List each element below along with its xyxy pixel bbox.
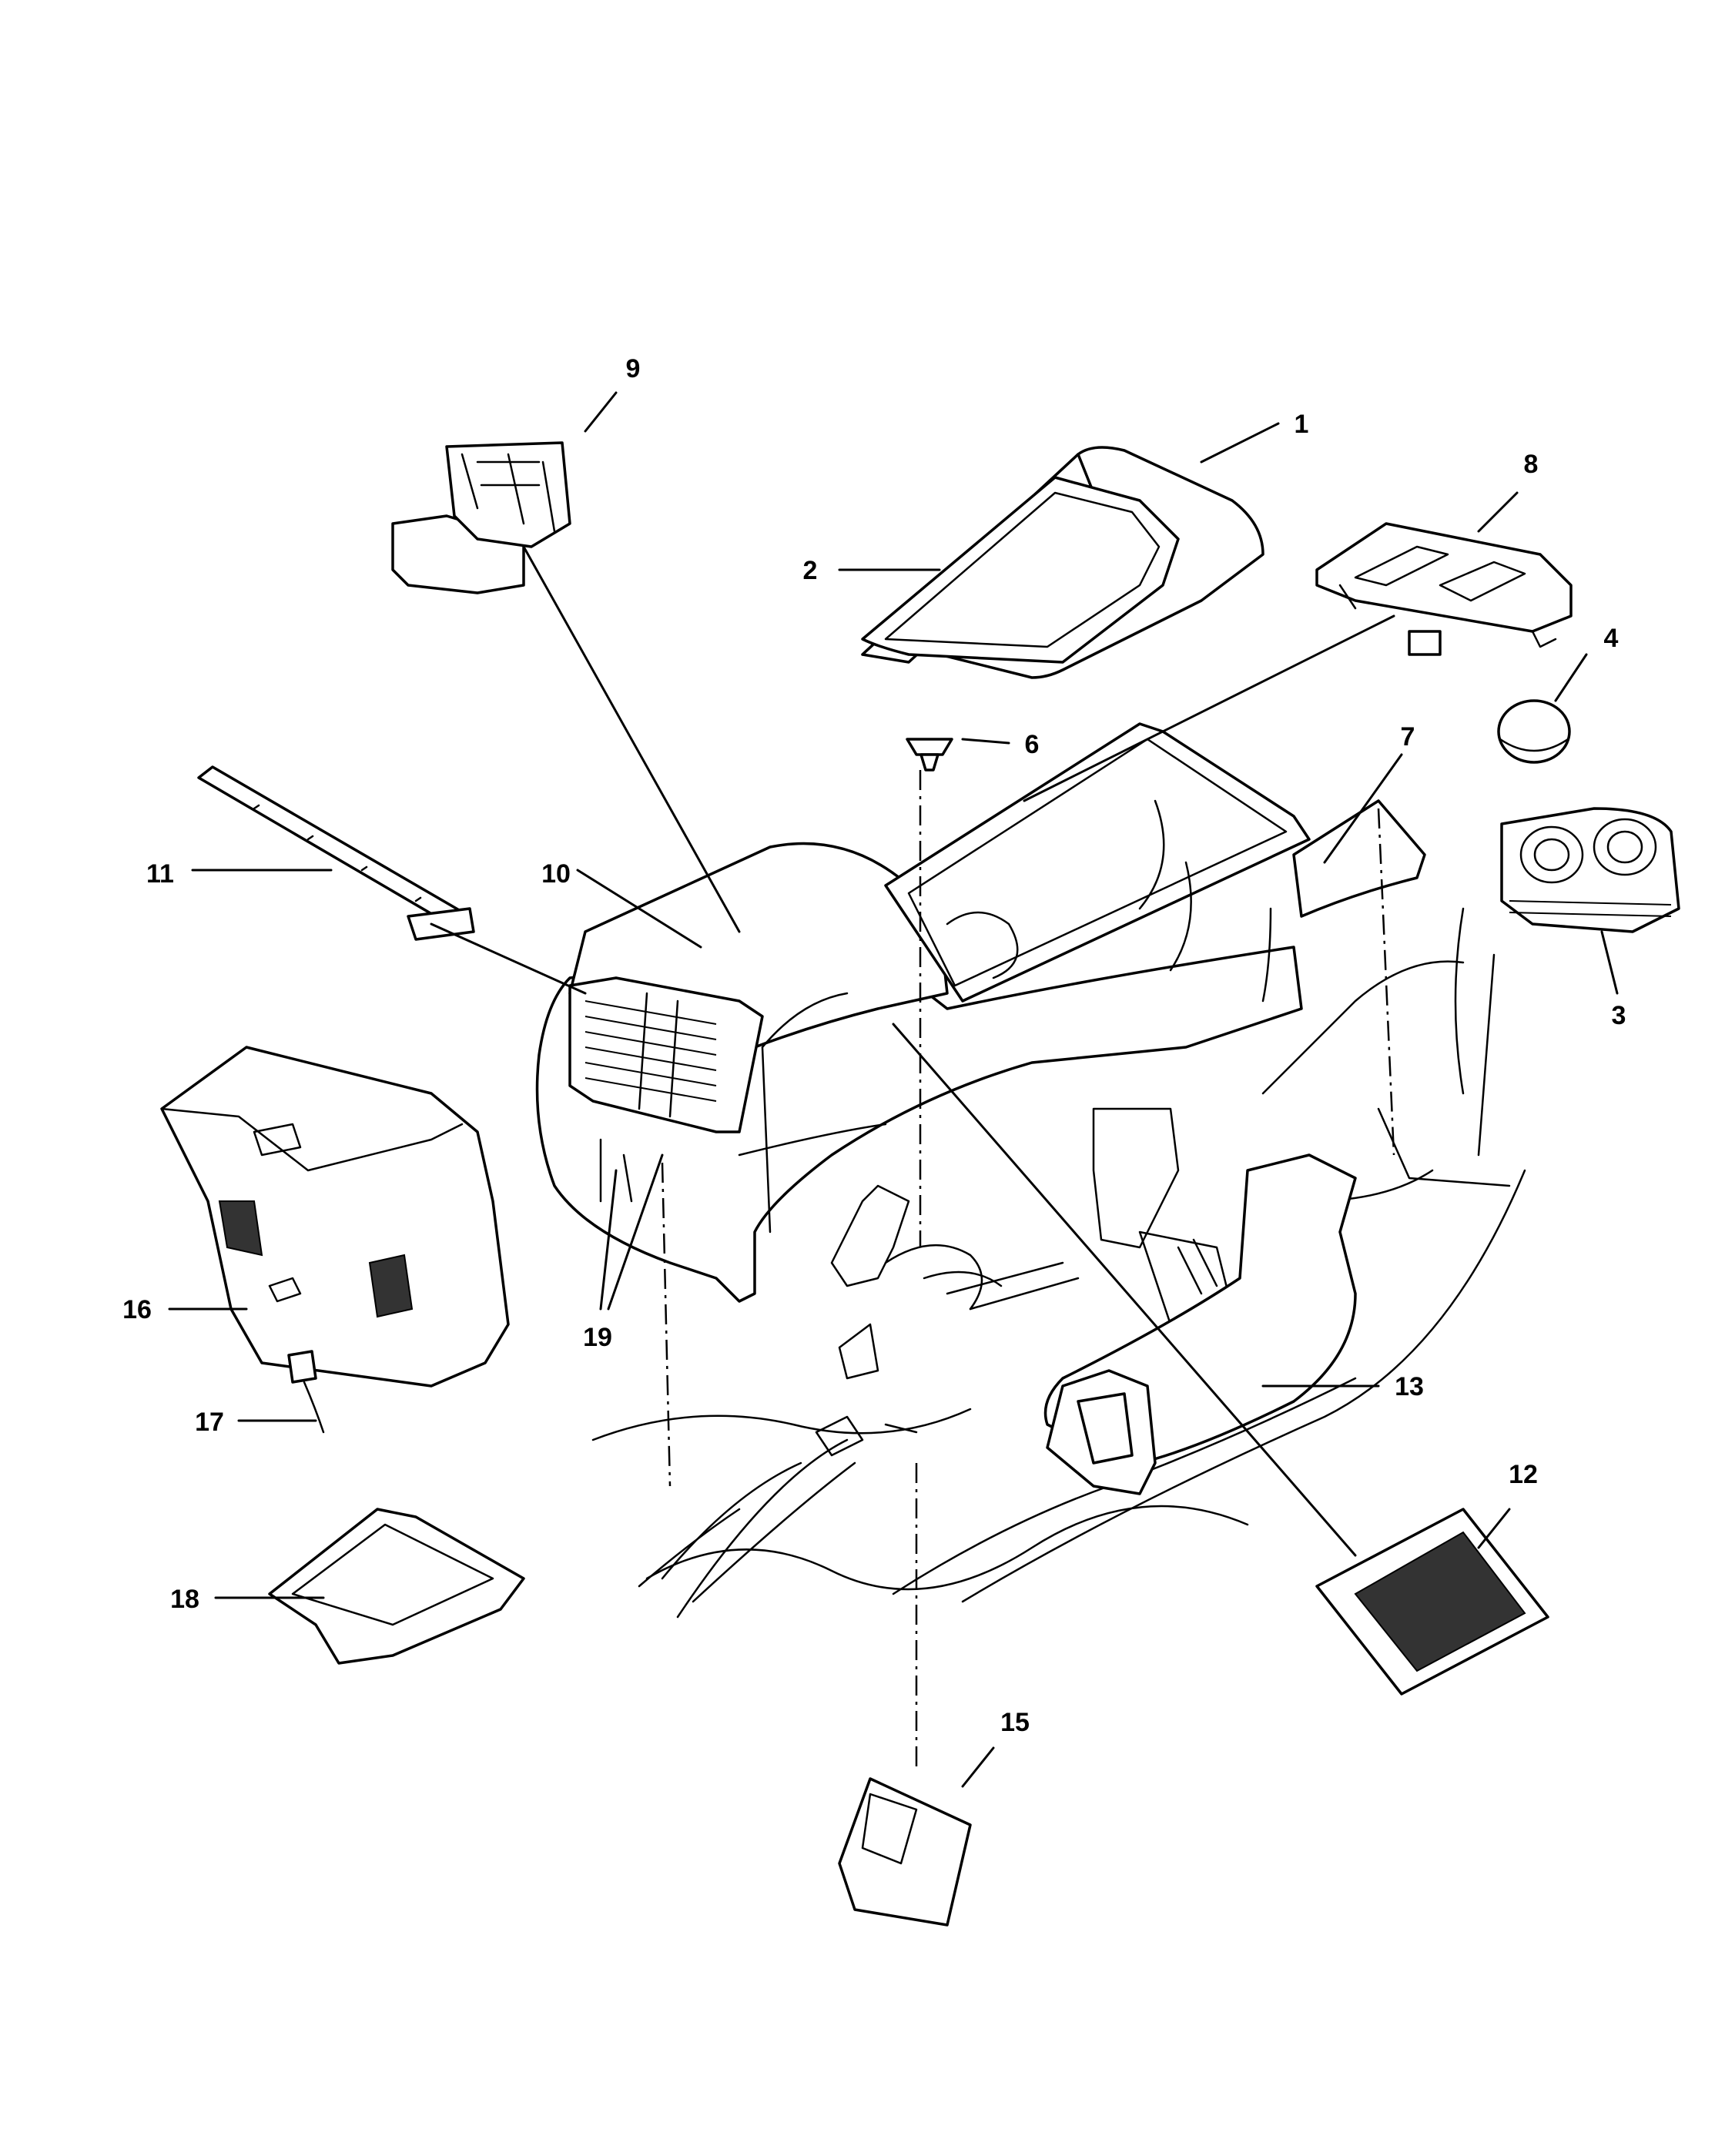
callout-16: 16: [122, 1295, 152, 1324]
shifter-mechanism: [815, 1107, 1234, 1457]
rear-panel: [160, 1046, 510, 1388]
console-body: [535, 722, 1426, 1303]
lid-pad: [861, 476, 1180, 664]
callout-3: 3: [1612, 1001, 1626, 1030]
power-outlet-switch: [287, 1350, 325, 1434]
floor-mat: [1315, 1508, 1549, 1696]
cup-holder-insert: [1497, 699, 1571, 764]
support-bar: [197, 765, 475, 941]
callout-10: 10: [541, 859, 571, 889]
callout-1: 1: [1295, 410, 1309, 439]
callout-15: 15: [1000, 1708, 1030, 1737]
callout-18: 18: [170, 1585, 199, 1614]
callout-7: 7: [1401, 722, 1415, 752]
leader-lines: [168, 391, 1619, 1788]
callout-2: 2: [803, 556, 818, 585]
floor-duct: [1043, 1153, 1357, 1495]
callout-13: 13: [1395, 1372, 1424, 1401]
callout-9: 9: [626, 354, 641, 383]
storage-tray: [268, 1508, 525, 1665]
callout-12: 12: [1509, 1460, 1538, 1489]
assembly-lines: [661, 770, 1395, 1771]
callout-17: 17: [195, 1408, 224, 1437]
front-bracket: [391, 441, 571, 594]
floor-pan-outline: [591, 907, 1526, 1619]
callout-19: 19: [583, 1323, 612, 1352]
callout-8: 8: [1524, 450, 1539, 479]
callout-4: 4: [1604, 624, 1619, 653]
shifter-bezel: [838, 1777, 972, 1927]
callout-labels: 1 2 3 4 6 7 8 9 10 11 12 13 15 16 17 18 …: [122, 354, 1626, 1737]
callout-11: 11: [146, 859, 174, 889]
console-bin: [1315, 522, 1573, 656]
cup-holder: [1500, 807, 1680, 933]
callout-6: 6: [1025, 730, 1040, 759]
grommet: [906, 738, 953, 772]
